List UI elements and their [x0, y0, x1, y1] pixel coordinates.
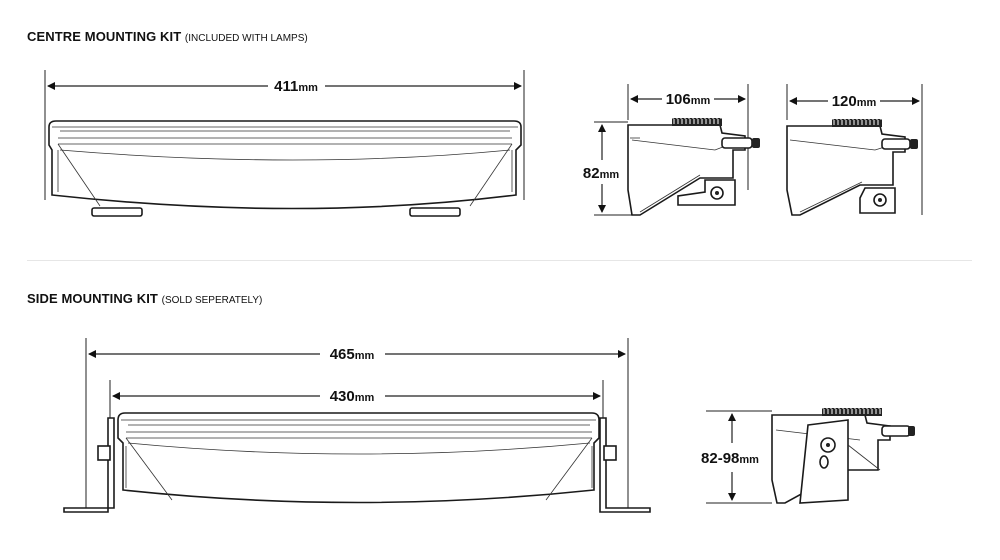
centre-side-view-b: 120mm — [786, 84, 923, 216]
section-divider — [27, 260, 972, 261]
centre-mounting-kit-heading: CENTRE MOUNTING KIT (INCLUDED WITH LAMPS… — [27, 29, 308, 44]
depth-a-label: 106mm — [666, 91, 711, 108]
centre-kit-note: (INCLUDED WITH LAMPS) — [184, 33, 308, 44]
depth-b-label: 120mm — [832, 93, 877, 110]
side-kit-side-view: 82-98mm — [701, 407, 915, 504]
centre-width-label: 411mm — [274, 78, 318, 95]
inner-width-label: 430mm — [330, 388, 375, 405]
side-kit-note: (SOLD SEPERATELY) — [161, 295, 263, 306]
side-front-view: 465mm 430mm — [63, 338, 651, 513]
side-kit-title: SIDE MOUNTING KIT — [27, 291, 158, 306]
outer-width-label: 465mm — [330, 346, 375, 363]
centre-kit-title: CENTRE MOUNTING KIT — [27, 29, 182, 44]
side-mounting-kit-heading: SIDE MOUNTING KIT (SOLD SEPERATELY) — [27, 291, 262, 306]
side-height-label: 82-98mm — [701, 450, 759, 467]
centre-side-view-a: 106mm 82mm — [583, 84, 760, 216]
centre-front-view: 411mm — [44, 70, 525, 217]
centre-height-label: 82mm — [583, 165, 619, 182]
